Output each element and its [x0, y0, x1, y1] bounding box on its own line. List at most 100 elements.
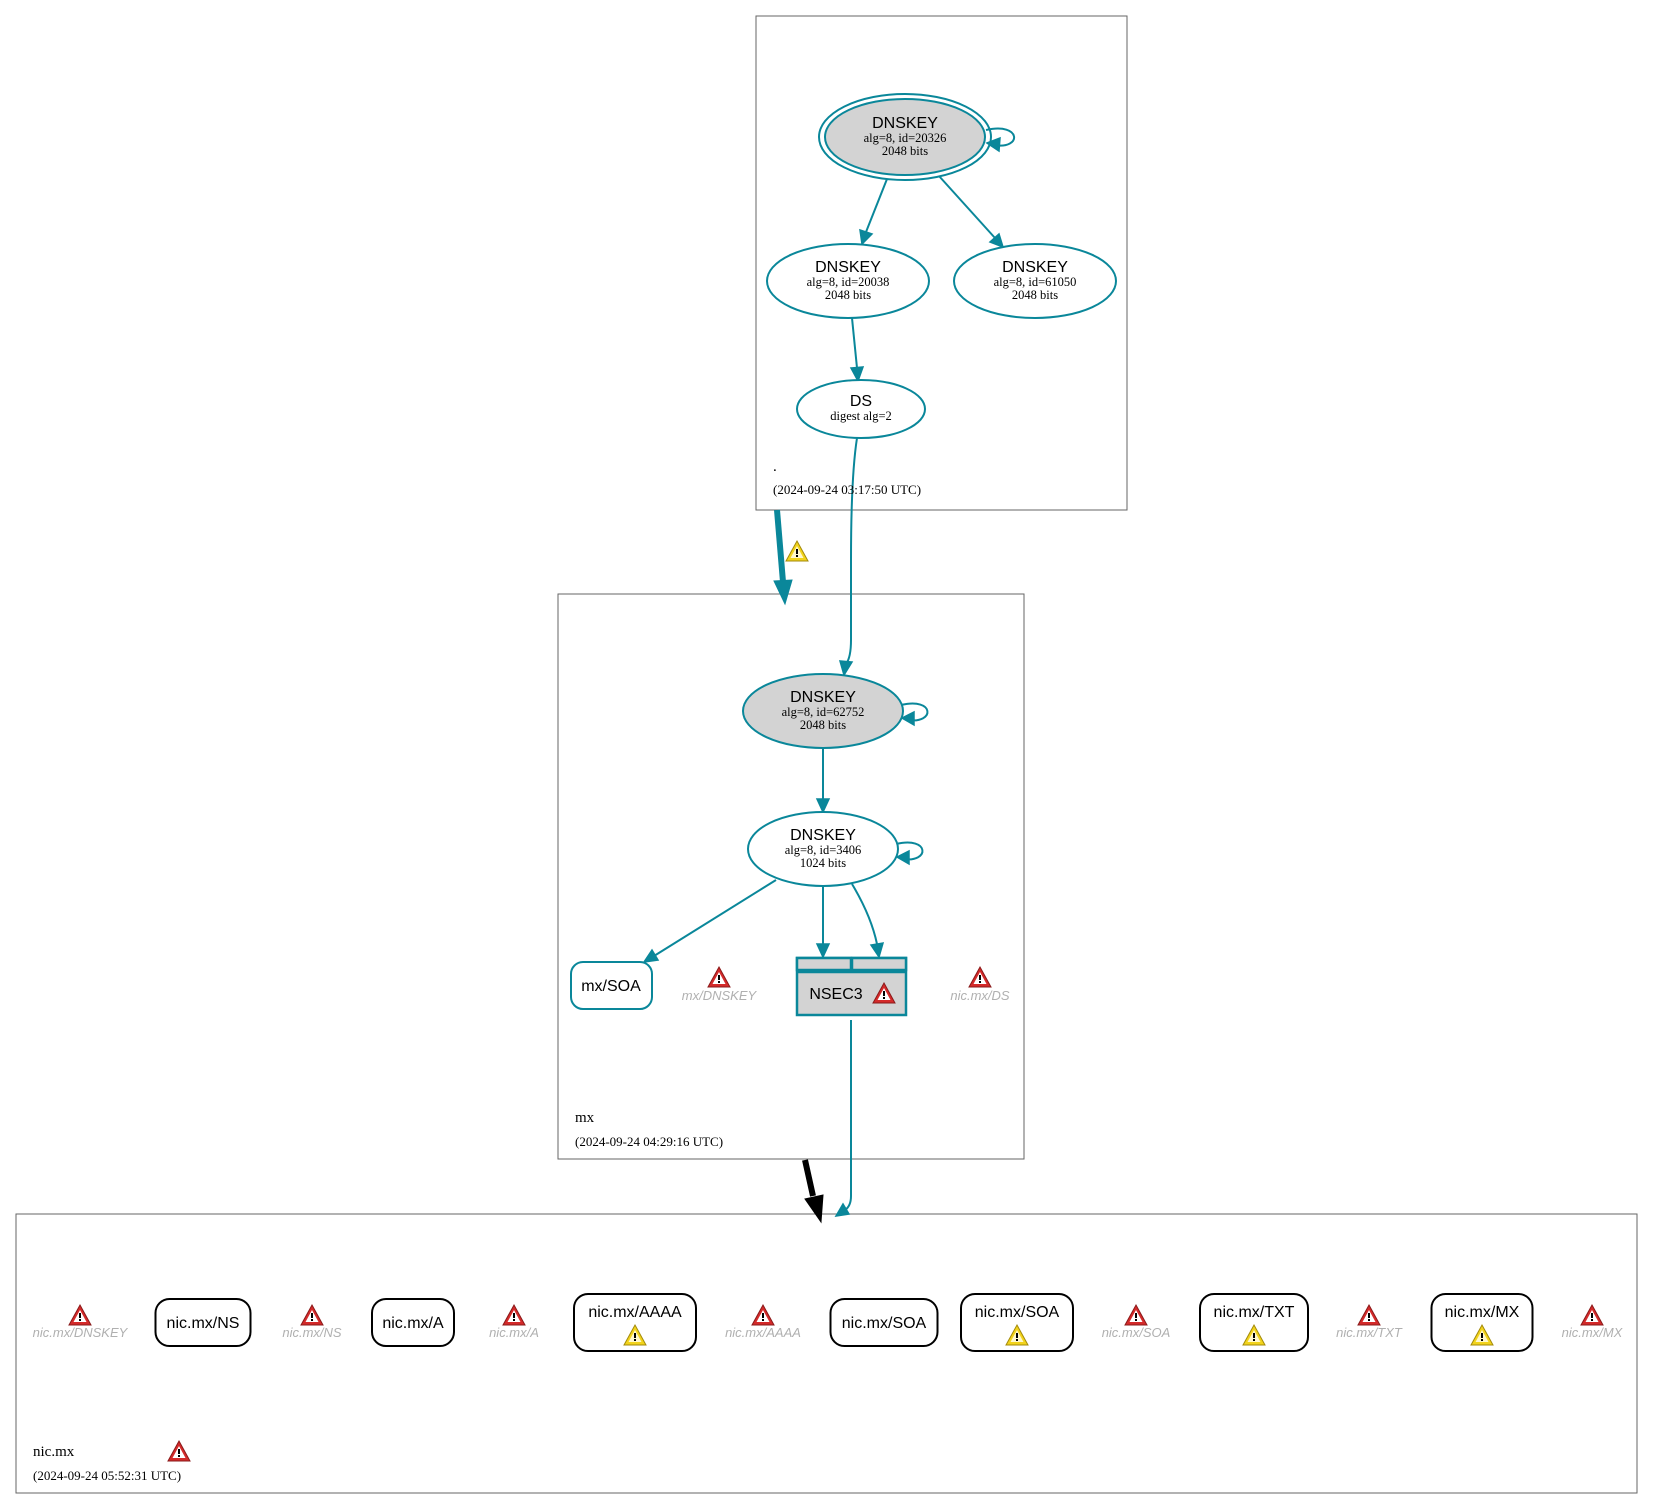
- edge-mx-zsk-self: [895, 841, 924, 861]
- edge-root-ksk-self-arrow: [985, 136, 1001, 153]
- delegation-root-mx-arrow: [773, 579, 793, 606]
- zone-nicmx-name: nic.mx: [33, 1444, 75, 1460]
- rr-label: nic.mx/TXT: [1214, 1304, 1295, 1321]
- node-detail: alg=8, id=3406: [785, 843, 862, 857]
- rr-label: mx/SOA: [581, 978, 641, 995]
- edge-mx-ksk-self-arrow: [900, 710, 915, 727]
- missing-rr-label: mx/DNSKEY: [682, 988, 758, 1003]
- node-title: DNSKEY: [790, 689, 856, 706]
- zone-mx-timestamp: (2024-09-24 04:29:16 UTC): [575, 1134, 723, 1149]
- delegation-mx-nicmx-arrow: [804, 1194, 824, 1224]
- edge-root-ksk-zsk2: [938, 175, 996, 239]
- edge-root-zsk1-ds: [851, 317, 858, 369]
- edge-mx-zsk-soa: [653, 879, 777, 957]
- error-warning-icon: [707, 966, 731, 988]
- root-zsk1-node[interactable]: DNSKEY alg=8, id=20038 2048 bits: [766, 243, 930, 319]
- root-ksk-node[interactable]: DNSKEY alg=8, id=20326 2048 bits: [818, 93, 992, 181]
- missing-rr-label: nic.mx/NS: [282, 1325, 342, 1340]
- delegation-root-mx: [774, 509, 786, 583]
- missing-rrset: nic.mx/AAAA: [725, 1304, 801, 1340]
- missing-rr-label: nic.mx/DS: [950, 988, 1010, 1003]
- rr-label: nic.mx/A: [382, 1315, 444, 1332]
- rrset-node[interactable]: nic.mx/NS: [154, 1298, 252, 1347]
- zone-root-name: .: [773, 459, 777, 475]
- rrset-node[interactable]: nic.mx/SOA: [960, 1293, 1074, 1352]
- edge-ds-mx-ksk-arrow: [838, 660, 854, 677]
- node-title: DNSKEY: [790, 827, 856, 844]
- error-warning-icon: [167, 1440, 191, 1462]
- node-detail: alg=8, id=20326: [864, 131, 947, 145]
- edge-mx-zsk-nsec3-a-arrow: [815, 943, 831, 959]
- rr-label: NSEC3: [809, 986, 862, 1003]
- node-detail: alg=8, id=62752: [782, 705, 865, 719]
- nicmx-rrset-row: nic.mx/DNSKEY nic.mx/NS nic.mx/NS nic.mx/A n…: [33, 1293, 1624, 1352]
- edge-root-ksk-zsk1-arrow: [859, 228, 874, 246]
- mx-zsk-node[interactable]: DNSKEY alg=8, id=3406 1024 bits: [747, 811, 899, 887]
- edge-root-ksk-zsk1: [865, 178, 888, 233]
- error-warning-icon: [68, 1304, 92, 1326]
- rr-label: nic.mx/SOA: [975, 1304, 1060, 1321]
- zone-nicmx-box: [15, 1213, 1638, 1494]
- edge-ds-mx-ksk: [845, 437, 858, 665]
- rrset-node[interactable]: nic.mx/MX: [1430, 1293, 1534, 1352]
- missing-rrset: nic.mx/MX: [1562, 1304, 1624, 1340]
- node-detail: 2048 bits: [882, 144, 928, 158]
- mx-ksk-node[interactable]: DNSKEY alg=8, id=62752 2048 bits: [742, 673, 904, 749]
- error-warning-icon: [751, 1304, 775, 1326]
- zone-mx-box: [557, 593, 1025, 1160]
- node-detail: digest alg=2: [830, 409, 892, 423]
- missing-rrset: nic.mx/NS: [282, 1304, 342, 1340]
- edge-nsec3-nicmx-arrow: [834, 1202, 851, 1217]
- edge-mx-zsk-nsec3-b: [851, 883, 878, 945]
- edge-mx-ksk-zsk-arrow: [815, 798, 831, 814]
- node-detail: 2048 bits: [800, 718, 846, 732]
- missing-rrset: nic.mx/DNSKEY: [33, 1304, 129, 1340]
- node-detail: alg=8, id=20038: [807, 275, 890, 289]
- edge-nsec3-nicmx: [844, 1020, 852, 1211]
- error-warning-icon: [1357, 1304, 1381, 1326]
- rrset-node[interactable]: nic.mx/A: [371, 1298, 455, 1347]
- zone-root-timestamp: (2024-09-24 03:17:50 UTC): [773, 482, 921, 497]
- node-title: DNSKEY: [1002, 259, 1068, 276]
- rrset-node[interactable]: nic.mx/AAAA: [573, 1293, 697, 1352]
- node-detail: 1024 bits: [800, 856, 846, 870]
- delegation-root-mx-warning-icon: [785, 540, 809, 562]
- error-warning-icon: [502, 1304, 526, 1326]
- missing-rr-label: nic.mx/SOA: [1102, 1325, 1171, 1340]
- rr-label: nic.mx/NS: [167, 1315, 240, 1332]
- node-title: DNSKEY: [872, 115, 938, 132]
- error-warning-icon: [300, 1304, 324, 1326]
- edge-mx-zsk-nsec3-b-arrow: [869, 942, 885, 959]
- edge-mx-zsk-soa-arrow: [642, 948, 660, 963]
- edge-mx-ksk-self: [900, 702, 929, 722]
- mx-soa-node[interactable]: mx/SOA: [570, 961, 653, 1010]
- rr-label: nic.mx/SOA: [842, 1315, 927, 1332]
- zone-nicmx-timestamp: (2024-09-24 05:52:31 UTC): [33, 1468, 181, 1483]
- edge-root-ksk-self: [985, 127, 1015, 147]
- missing-rr-label: nic.mx/MX: [1562, 1325, 1624, 1340]
- missing-rrset: nic.mx/SOA: [1102, 1304, 1171, 1340]
- error-warning-icon: [1580, 1304, 1604, 1326]
- missing-rrset: nic.mx/TXT: [1336, 1304, 1403, 1340]
- missing-rr-label: nic.mx/AAAA: [725, 1325, 801, 1340]
- rr-label: nic.mx/AAAA: [588, 1304, 682, 1321]
- zone-mx-name: mx: [575, 1110, 595, 1126]
- node-title: DS: [850, 393, 872, 410]
- rrset-node[interactable]: nic.mx/TXT: [1199, 1293, 1309, 1352]
- zone-root-box: [755, 15, 1128, 511]
- error-warning-icon: [968, 966, 992, 988]
- rr-label: nic.mx/MX: [1445, 1304, 1520, 1321]
- rrset-node[interactable]: nic.mx/SOA: [829, 1298, 939, 1347]
- root-zsk2-node[interactable]: DNSKEY alg=8, id=61050 2048 bits: [953, 243, 1117, 319]
- mx-nsec3-node[interactable]: NSEC3: [795, 956, 908, 1017]
- error-warning-icon: [1124, 1304, 1148, 1326]
- node-title: DNSKEY: [815, 259, 881, 276]
- edge-mx-zsk-self-arrow: [895, 849, 910, 866]
- mx-missing-dnskey: mx/DNSKEY: [682, 966, 758, 1003]
- delegation-mx-nicmx: [802, 1159, 816, 1197]
- root-ds-node[interactable]: DS digest alg=2: [796, 379, 926, 439]
- edge-root-zsk1-ds-arrow: [849, 366, 865, 383]
- edge-root-ksk-zsk2-arrow: [988, 232, 1005, 249]
- mx-missing-ds: nic.mx/DS: [950, 966, 1010, 1003]
